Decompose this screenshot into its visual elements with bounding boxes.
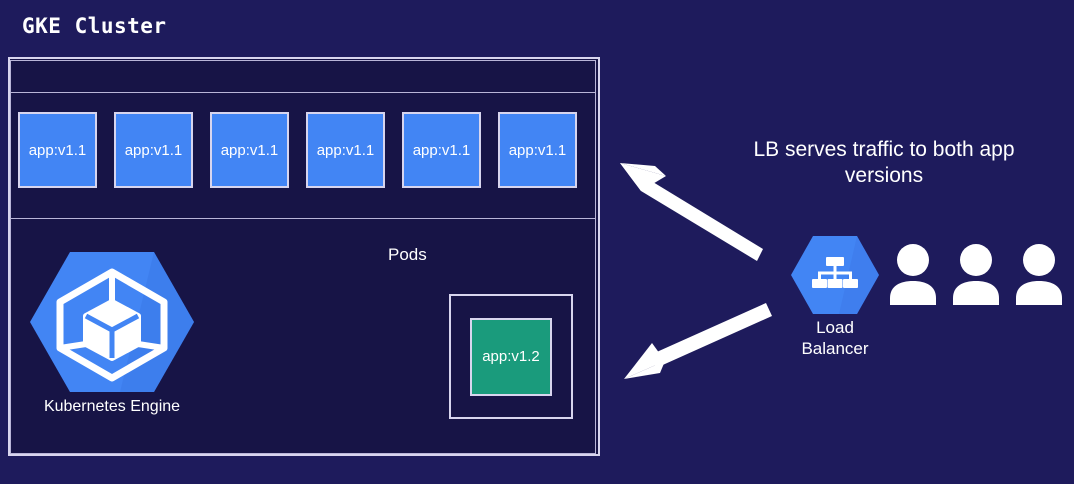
pod-box-v1-2[interactable]: app:v1.1 — [114, 112, 193, 188]
pod-box-v1-1[interactable]: app:v1.1 — [18, 112, 97, 188]
pod-box-v1-4[interactable]: app:v1.1 — [306, 112, 385, 188]
load-balancer-hexagon-icon — [791, 236, 879, 314]
pod-box-v1-3[interactable]: app:v1.1 — [210, 112, 289, 188]
cluster-header-band — [10, 60, 596, 93]
load-balancer-label-line2: Balancer — [801, 339, 869, 358]
pod-label: app:v1.1 — [28, 141, 87, 159]
pods-label: Pods — [388, 245, 427, 264]
pod-box-v1-5[interactable]: app:v1.1 — [402, 112, 481, 188]
load-balancer-label-line1: Load — [816, 318, 854, 337]
pods-v1-row: app:v1.1 app:v1.1 app:v1.1 app:v1.1 app:… — [10, 112, 596, 192]
user-icon — [1016, 244, 1062, 305]
pod-label: app:v1.1 — [316, 141, 375, 159]
pod-label: app:v1.1 — [508, 141, 567, 159]
pod-v2-container: app:v1.2 — [449, 294, 573, 419]
pod-box-v2[interactable]: app:v1.2 — [470, 317, 552, 396]
user-icon — [890, 244, 936, 305]
load-balancer-group[interactable]: Load Balancer — [786, 234, 884, 359]
kubernetes-engine-group[interactable]: Kubernetes Engine — [28, 248, 196, 423]
kubernetes-engine-label: Kubernetes Engine — [43, 398, 181, 415]
lb-caption: LB serves traffic to both app versions — [709, 137, 1059, 189]
arrow-lb-to-v2-pod — [624, 303, 772, 379]
pod-label: app:v1.2 — [482, 348, 540, 365]
lb-caption-line2: versions — [844, 164, 924, 187]
pod-label: app:v1.1 — [124, 141, 183, 159]
pod-label: app:v1.1 — [220, 141, 279, 159]
page-title: GKE Cluster — [22, 14, 167, 38]
lb-caption-line1: LB serves traffic to both app — [753, 138, 1015, 161]
pod-box-v1-6[interactable]: app:v1.1 — [498, 112, 577, 188]
kubernetes-engine-hexagon-icon — [30, 252, 194, 392]
pod-label: app:v1.1 — [412, 141, 471, 159]
user-icon — [953, 244, 999, 305]
users-group — [888, 243, 1064, 305]
load-balancer-label: Load Balancer — [786, 317, 884, 359]
